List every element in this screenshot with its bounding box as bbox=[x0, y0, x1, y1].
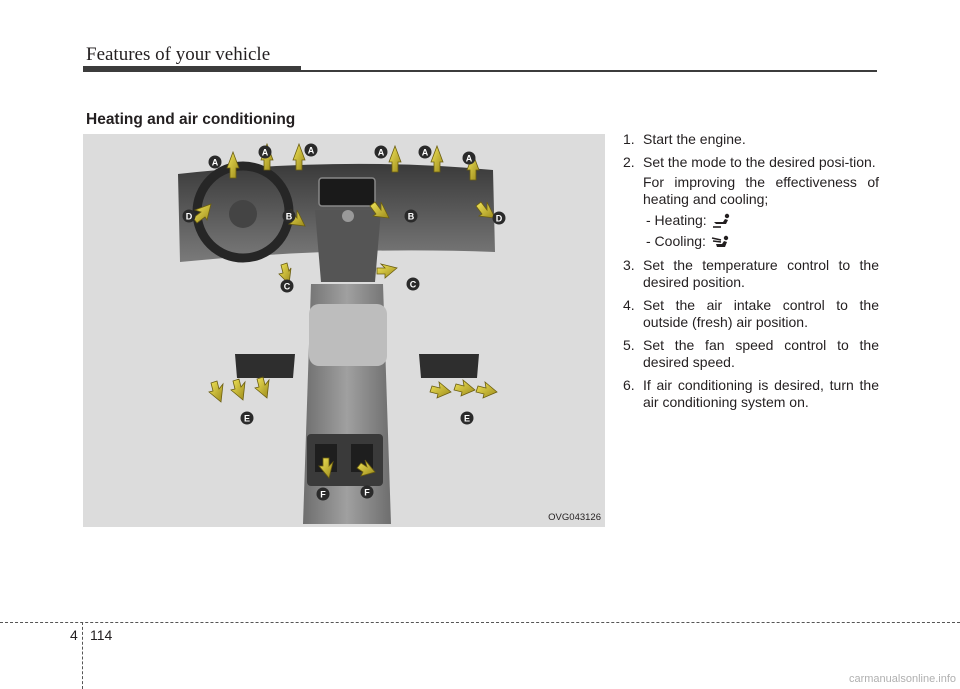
vent-illustration: A A A A A A D D B B C C E E F F OVG04312… bbox=[83, 134, 605, 527]
header-bar bbox=[83, 66, 301, 72]
svg-text:A: A bbox=[308, 146, 315, 156]
step-1: 1.Start the engine. bbox=[623, 131, 746, 147]
label-e-left: E bbox=[240, 411, 254, 425]
label-a-6: A bbox=[462, 151, 476, 165]
watermark: carmanualsonline.info bbox=[848, 673, 956, 685]
instruction-steps: 1.Start the engine. 2.Set the mode to th… bbox=[623, 131, 879, 417]
chapter-number: 4 bbox=[70, 627, 78, 643]
label-d-right: D bbox=[492, 211, 506, 225]
svg-text:A: A bbox=[422, 148, 429, 158]
step-4: 4.Set the air intake control to the outs… bbox=[623, 296, 879, 330]
page-header-title: Features of your vehicle bbox=[86, 44, 271, 65]
floor-vent-right bbox=[419, 354, 479, 378]
label-c-right: C bbox=[406, 277, 420, 291]
step-5: 5.Set the fan speed control to the desir… bbox=[623, 336, 879, 370]
cooling-mode: - Cooling: bbox=[643, 233, 879, 250]
footer-rule bbox=[0, 622, 960, 623]
label-b-left: B bbox=[282, 209, 296, 223]
label-a-5: A bbox=[418, 145, 432, 159]
footer-divider bbox=[82, 622, 83, 689]
face-mode-icon bbox=[711, 235, 729, 247]
label-f-right: F bbox=[360, 485, 374, 499]
center-screen bbox=[318, 177, 376, 207]
vent-labels: A A A A A A D D B B C C E E F F bbox=[182, 143, 506, 501]
step-6: 6.If air conditioning is desired, turn t… bbox=[623, 376, 879, 410]
step-2: 2.Set the mode to the desired posi-tion.… bbox=[623, 154, 879, 250]
label-f-left: F bbox=[316, 487, 330, 501]
label-e-right: E bbox=[460, 411, 474, 425]
svg-text:B: B bbox=[408, 212, 415, 222]
svg-text:E: E bbox=[464, 414, 470, 424]
vent-diagram: A A A A A A D D B B C C E E F F bbox=[178, 142, 506, 524]
svg-text:F: F bbox=[364, 488, 370, 498]
label-a-4: A bbox=[374, 145, 388, 159]
svg-text:E: E bbox=[244, 414, 250, 424]
svg-text:C: C bbox=[284, 282, 291, 292]
heating-mode: - Heating: bbox=[643, 212, 879, 229]
floor-vent-left bbox=[235, 354, 295, 378]
svg-text:A: A bbox=[466, 154, 473, 164]
svg-text:B: B bbox=[286, 212, 293, 222]
header-rule bbox=[301, 70, 877, 72]
floor-mode-icon bbox=[712, 214, 729, 229]
label-a-1: A bbox=[208, 155, 222, 169]
step-3: 3.Set the temperature control to the des… bbox=[623, 256, 879, 290]
armrest bbox=[309, 304, 387, 366]
label-a-2: A bbox=[258, 145, 272, 159]
center-stack bbox=[315, 210, 381, 282]
label-b-right: B bbox=[404, 209, 418, 223]
svg-text:C: C bbox=[410, 280, 417, 290]
figure-code: OVG043126 bbox=[548, 512, 601, 523]
svg-text:F: F bbox=[320, 490, 326, 500]
svg-text:D: D bbox=[186, 212, 193, 222]
svg-text:A: A bbox=[262, 148, 269, 158]
svg-text:A: A bbox=[212, 158, 219, 168]
step-2-note: For improving the effectiveness of heati… bbox=[643, 174, 879, 207]
label-d-left: D bbox=[182, 209, 196, 223]
label-a-3: A bbox=[304, 143, 318, 157]
section-heading: Heating and air conditioning bbox=[86, 111, 296, 128]
page-number: 114 bbox=[90, 627, 113, 643]
label-c-left: C bbox=[280, 279, 294, 293]
svg-text:A: A bbox=[378, 148, 385, 158]
svg-text:D: D bbox=[496, 214, 503, 224]
